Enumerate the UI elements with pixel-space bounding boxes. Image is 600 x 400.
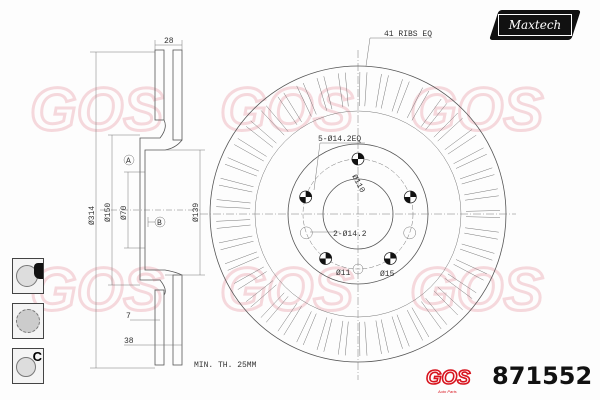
rib: [277, 303, 302, 336]
dim-offset-7: 7: [126, 312, 131, 321]
rib: [246, 280, 277, 308]
front-view: [200, 37, 516, 380]
part-number: 871552: [492, 362, 593, 390]
rib: [391, 79, 410, 114]
bolt-hole: [403, 190, 417, 204]
rib: [460, 243, 495, 261]
rib: [224, 251, 259, 271]
rib: [296, 311, 317, 346]
rib: [453, 147, 487, 169]
svg-text:GOS: GOS: [410, 256, 543, 323]
svg-text:GOS: GOS: [30, 256, 163, 323]
dim-dia-150: Ø150: [104, 203, 113, 222]
rib: [359, 321, 368, 357]
rib: [216, 199, 251, 209]
rib: [465, 210, 501, 218]
cooling-ribs: [216, 71, 501, 357]
rib: [464, 188, 499, 201]
bolt-hole: [351, 152, 365, 166]
maxtech-logo: Maxtech: [489, 10, 581, 40]
rib: [224, 157, 259, 177]
rib: [444, 273, 477, 299]
rib: [375, 73, 389, 109]
rib: [218, 235, 254, 251]
thumbnail-coated-disc: C: [12, 348, 44, 384]
bolt-holes-label: 5-Ø14.2EQ: [318, 135, 361, 144]
datum-a: A: [126, 157, 131, 166]
dim-outer-dia: Ø314: [88, 206, 97, 225]
rib: [464, 227, 499, 240]
svg-text:GOS: GOS: [426, 367, 471, 389]
rib: [260, 292, 289, 323]
hole-11-label: Ø11: [336, 269, 351, 278]
extra-hole: [300, 226, 313, 240]
datum-b: B: [157, 219, 162, 228]
rib: [375, 319, 389, 355]
rib: [337, 72, 349, 108]
rib: [218, 177, 254, 193]
rib: [234, 266, 267, 290]
thumbnail-disc-with-caliper: [12, 258, 44, 294]
svg-text:Auto Parts: Auto Parts: [437, 389, 457, 394]
svg-text:GOS: GOS: [410, 76, 543, 143]
rib: [260, 105, 289, 136]
rib: [277, 92, 302, 125]
rib: [421, 98, 448, 130]
rib: [433, 112, 463, 142]
min-thickness: MIN. TH. 25MM: [194, 361, 257, 370]
locating-hole: [352, 263, 364, 275]
rib: [337, 320, 349, 356]
rib: [453, 259, 487, 281]
thumbnail-drilled-slotted-disc: [12, 303, 44, 339]
svg-text:GOS: GOS: [220, 256, 353, 323]
bolt-hole: [299, 190, 313, 204]
extra-hole: [403, 226, 416, 240]
dim-dia-139: Ø139: [192, 203, 201, 222]
dim-dia-70: Ø70: [120, 205, 129, 220]
dim-height-38: 38: [124, 337, 134, 346]
rib: [460, 167, 495, 185]
rib: [246, 120, 277, 148]
rib: [296, 82, 317, 117]
gos-logo: GOS Auto Parts: [425, 366, 472, 394]
extra-holes-label: 2-Ø14.2: [333, 230, 367, 239]
rib: [433, 286, 463, 316]
rib: [359, 71, 368, 107]
rib: [421, 298, 448, 330]
svg-text:GOS: GOS: [30, 76, 163, 143]
coated-badge: C: [32, 349, 42, 364]
bolt-holes: [299, 152, 417, 275]
hole-15-label: Ø15: [380, 270, 395, 279]
rib: [316, 76, 333, 111]
rib: [406, 87, 430, 121]
rib: [444, 129, 477, 155]
rib: [316, 317, 333, 352]
rib: [234, 138, 267, 162]
rib: [216, 219, 251, 229]
rib: [391, 314, 410, 349]
bolt-hole: [319, 252, 333, 265]
pcd-label: Ø110: [349, 173, 366, 194]
dim-width: 28: [164, 37, 174, 46]
rib: [406, 307, 430, 341]
ribs-label: 41 RIBS EQ: [384, 30, 432, 39]
side-section-view: [90, 40, 205, 369]
bolt-hole: [383, 252, 397, 265]
